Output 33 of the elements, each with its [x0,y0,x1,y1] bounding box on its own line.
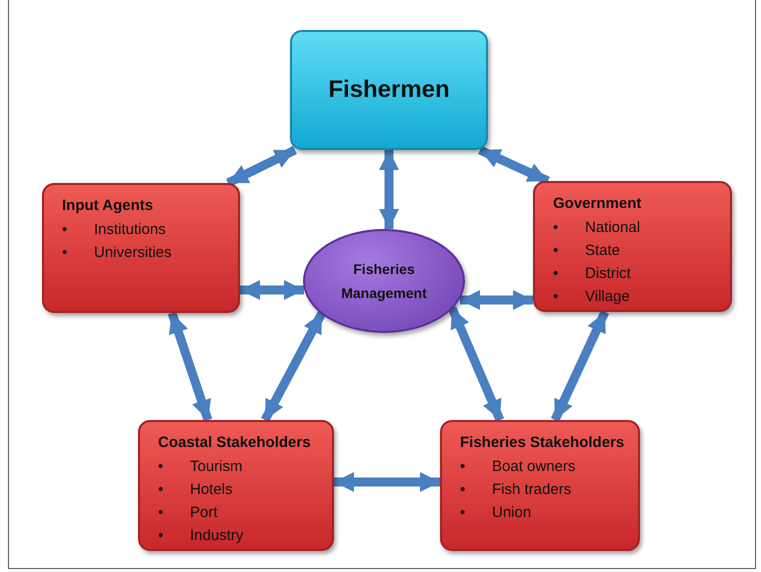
process-box [533,181,732,312]
node-heading: Input Agents [62,197,154,215]
double-arrow [448,306,504,422]
node-heading: Government [553,195,642,213]
double-arrow [168,312,212,422]
bullet-item: • Fish traders [460,480,572,500]
process-box [290,30,488,150]
bullet-item: • State [553,241,622,261]
bullet-item: • Universities [62,243,173,263]
process-box [42,183,240,313]
bullet-item: • Hotels [158,480,234,500]
bullet-item: • Boat owners [460,457,576,477]
process-box [138,420,334,551]
bullet-item: • Village [553,287,631,307]
node-heading: Fisheries Stakeholders [460,434,626,452]
process-box [440,420,640,551]
double-arrow [550,310,610,422]
double-arrow [334,472,440,492]
double-arrow [240,280,304,300]
bullet-item: • National [553,218,642,238]
node-heading: Fisheries Management [340,260,428,303]
bullet-item: • Industry [158,526,244,546]
double-arrow [261,310,326,422]
bullet-item: • Institutions [62,220,167,240]
bullet-item: • Union [460,503,532,523]
double-arrow [460,290,533,310]
double-arrow [379,150,399,229]
double-arrow [226,146,297,188]
bullet-item: • Port [158,503,219,523]
node-heading: Coastal Stakeholders [158,434,312,452]
node-heading: Fishermen [328,81,450,99]
bullet-item: • Tourism [158,457,244,477]
bullet-item: • District [553,264,632,284]
